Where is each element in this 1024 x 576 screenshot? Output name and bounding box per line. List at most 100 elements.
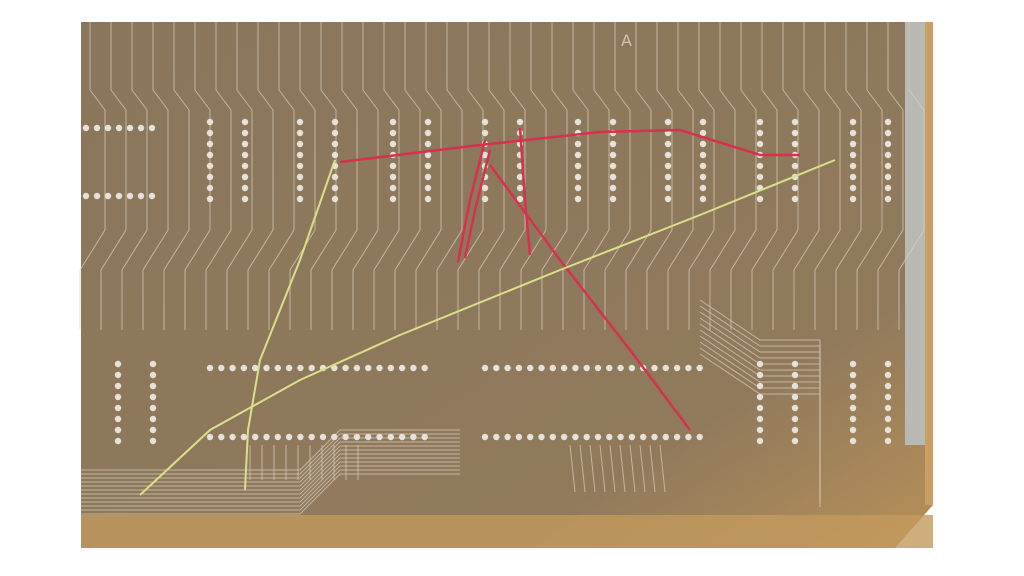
solder-pad	[296, 140, 304, 148]
solder-pad	[849, 360, 857, 368]
solder-pad	[365, 433, 372, 441]
trace	[579, 444, 586, 493]
solder-pad	[849, 437, 857, 445]
trace	[562, 22, 589, 330]
solder-pad	[791, 415, 799, 423]
trace	[81, 457, 460, 499]
trace	[81, 429, 460, 471]
trace	[619, 444, 626, 493]
solder-pad	[206, 195, 214, 203]
red-wire	[339, 128, 800, 164]
solder-pad	[560, 364, 568, 372]
solder-pad	[241, 162, 249, 170]
copper-traces	[79, 22, 925, 515]
solder-pad	[137, 192, 145, 200]
solder-pad	[884, 382, 892, 390]
solder-pad	[115, 124, 123, 132]
solder-pad	[527, 433, 534, 441]
trace	[609, 444, 616, 493]
solder-pad	[206, 433, 214, 441]
solder-pad	[651, 433, 658, 441]
solder-pad	[791, 360, 799, 368]
solder-pad	[331, 129, 339, 137]
solder-pad	[114, 382, 122, 390]
trace	[289, 22, 316, 330]
solder-pad	[664, 195, 672, 203]
solder-pad	[331, 118, 339, 126]
solder-pad	[515, 364, 523, 372]
solder-pad	[206, 151, 214, 159]
solder-pad	[574, 118, 582, 126]
solder-pad	[241, 195, 249, 203]
solder-pad	[606, 433, 613, 441]
solder-pad	[424, 173, 432, 181]
solder-pad	[353, 364, 361, 372]
solder-pad	[353, 433, 361, 441]
trace	[625, 22, 652, 330]
solder-pad	[791, 162, 799, 170]
solder-pad	[664, 151, 672, 159]
trace	[629, 444, 636, 493]
solder-pad	[296, 162, 304, 170]
solder-pad	[628, 364, 636, 372]
trace	[394, 22, 421, 330]
solder-pad	[285, 433, 293, 441]
solder-pad	[574, 140, 582, 148]
solder-pad	[574, 162, 582, 170]
trace	[659, 444, 666, 493]
solder-pad	[664, 184, 672, 192]
solder-pad	[424, 151, 432, 159]
solder-pad	[516, 195, 524, 203]
solder-pad	[699, 184, 707, 192]
solder-pad	[421, 433, 428, 441]
solder-pad	[296, 195, 304, 203]
solder-pad	[308, 433, 315, 441]
solder-pad	[389, 129, 397, 137]
trace	[100, 22, 127, 330]
trace	[751, 22, 778, 330]
solder-pad	[572, 433, 579, 441]
solder-pad	[229, 364, 236, 372]
solder-pad	[206, 140, 214, 148]
solder-pad	[410, 364, 417, 372]
solder-pad	[389, 184, 397, 192]
solder-pad	[241, 118, 249, 126]
solder-pad	[481, 433, 489, 441]
solder-pad	[574, 151, 582, 159]
solder-pad	[481, 364, 489, 372]
solder-pad	[791, 404, 799, 412]
solder-pad	[149, 426, 157, 434]
solder-pad	[884, 371, 892, 379]
solder-pad	[884, 437, 892, 445]
solder-pad	[849, 415, 857, 423]
trace	[520, 22, 547, 330]
solder-pad	[884, 426, 892, 434]
board-edge-right	[925, 22, 933, 505]
solder-pad	[104, 192, 112, 200]
solder-pad	[516, 184, 524, 192]
solder-pad	[93, 124, 101, 132]
solder-pad	[884, 173, 892, 181]
solder-pad	[884, 415, 892, 423]
trace	[79, 22, 106, 330]
solder-pad	[791, 437, 799, 445]
trace	[81, 453, 460, 495]
trace	[569, 444, 576, 493]
trace	[856, 22, 883, 330]
solder-pad	[376, 433, 383, 441]
solder-pad	[389, 162, 397, 170]
solder-pad	[756, 437, 764, 445]
solder-pad	[606, 364, 613, 372]
trace	[81, 441, 460, 483]
solder-pad	[699, 129, 707, 137]
solder-pad	[884, 360, 892, 368]
solder-pad	[206, 184, 214, 192]
solder-pad	[114, 415, 122, 423]
solder-pad	[791, 184, 799, 192]
trace	[599, 444, 606, 493]
solder-pad	[609, 162, 617, 170]
solder-pad	[849, 184, 857, 192]
solder-pad	[849, 371, 857, 379]
trace	[310, 22, 337, 330]
